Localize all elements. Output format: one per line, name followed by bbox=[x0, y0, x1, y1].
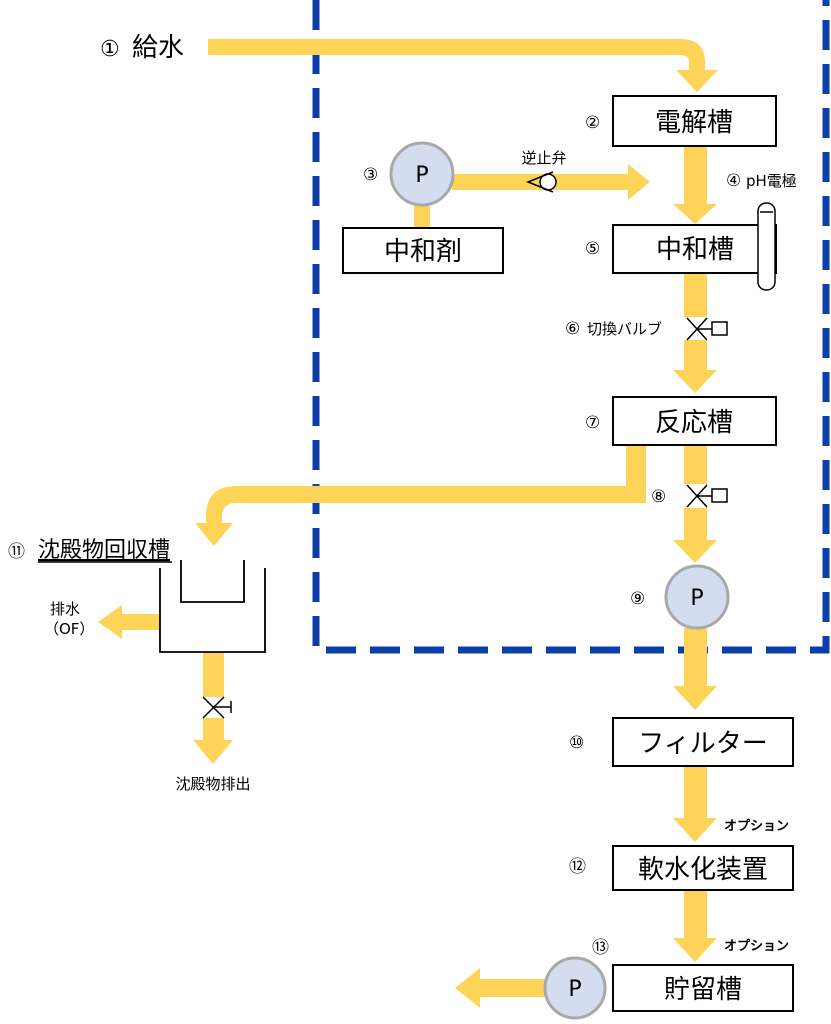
pump3-to-tank bbox=[414, 206, 430, 228]
pump-3-num: ③ bbox=[363, 165, 378, 185]
pipe-9-10 bbox=[673, 628, 717, 710]
ph-electrode-num: ④ bbox=[726, 171, 741, 191]
feed-pipe bbox=[208, 39, 718, 92]
reaction-label: 反応槽 bbox=[655, 408, 733, 438]
neutralizer-label: 中和剤 bbox=[384, 237, 462, 267]
softener-box bbox=[612, 845, 794, 891]
neutralization-tank bbox=[612, 224, 777, 274]
electrolysis-tank bbox=[612, 95, 777, 147]
sediment-label: 沈殿物回収槽 bbox=[38, 538, 170, 563]
sediment-bottom-pipe bbox=[203, 652, 224, 697]
outlet-arrow bbox=[455, 968, 545, 1008]
neutralization-num: ⑤ bbox=[585, 239, 600, 259]
ph-electrode bbox=[757, 202, 776, 291]
sediment-recovery-tank bbox=[159, 560, 266, 653]
sediment-num: ⑪ bbox=[8, 542, 25, 562]
softener-num: ⑫ bbox=[569, 857, 586, 877]
pipe-12-storage bbox=[673, 890, 717, 962]
pump-9: P bbox=[664, 564, 730, 630]
pipe-7-valve8 bbox=[684, 444, 707, 484]
storage-option-label: オプション bbox=[724, 939, 789, 954]
pipe-2-5 bbox=[673, 147, 717, 224]
check-valve-label: 逆止弁 bbox=[521, 149, 566, 167]
pipe-valve6-7 bbox=[673, 340, 717, 393]
pipe-valve8-9 bbox=[673, 508, 717, 563]
drain-arrow bbox=[98, 605, 160, 639]
sediment-pipe bbox=[195, 444, 646, 546]
drain-sub-label: （OF） bbox=[44, 620, 94, 638]
pump-3-label: P bbox=[415, 163, 428, 188]
electrolysis-num: ② bbox=[585, 113, 600, 133]
pump-9-label: P bbox=[690, 586, 703, 611]
filter-label: フィルター bbox=[638, 729, 767, 759]
sediment-drain-valve bbox=[202, 696, 232, 719]
softener-option-label: オプション bbox=[724, 819, 789, 834]
neutralization-label: 中和槽 bbox=[656, 235, 734, 265]
system-boundary bbox=[312, 0, 830, 654]
electrolysis-label: 電解槽 bbox=[655, 108, 733, 138]
pump-13-label: P bbox=[568, 977, 581, 1002]
switch-valve-num: ⑥ bbox=[565, 319, 580, 339]
softener-label: 軟水化装置 bbox=[638, 855, 768, 885]
filter-box bbox=[612, 717, 794, 767]
pipe-10-12 bbox=[673, 766, 717, 842]
switch-valve-6-symbol bbox=[686, 317, 728, 341]
neutralizer-tank bbox=[342, 227, 504, 274]
filter-num: ⑩ bbox=[569, 733, 584, 753]
feed-num: ① bbox=[100, 37, 120, 62]
discharge-label: 沈殿物排出 bbox=[175, 775, 250, 793]
switch-valve-label: 切換バルブ bbox=[587, 320, 662, 338]
storage-tank bbox=[612, 964, 794, 1012]
pipe-5-valve6 bbox=[684, 273, 707, 317]
pump-13-num: ⑬ bbox=[592, 938, 609, 958]
flow-pipes bbox=[98, 39, 718, 1008]
pump-9-num: ⑨ bbox=[630, 589, 645, 609]
check-valve-symbol bbox=[525, 171, 557, 193]
reaction-tank bbox=[612, 396, 777, 446]
feed-label: 給水 bbox=[132, 33, 184, 63]
valve-8-num: ⑧ bbox=[651, 487, 666, 507]
drain-label: 排水 bbox=[50, 600, 80, 618]
valve-8-symbol bbox=[686, 484, 728, 508]
ph-electrode-label: pH電極 bbox=[746, 172, 797, 190]
discharge-pipe bbox=[193, 718, 233, 764]
pump-13: P bbox=[543, 956, 607, 1020]
tank-boxes bbox=[342, 95, 794, 1012]
reaction-num: ⑦ bbox=[585, 413, 600, 433]
storage-label: 貯留槽 bbox=[664, 975, 742, 1005]
pump-3: P bbox=[389, 141, 455, 207]
